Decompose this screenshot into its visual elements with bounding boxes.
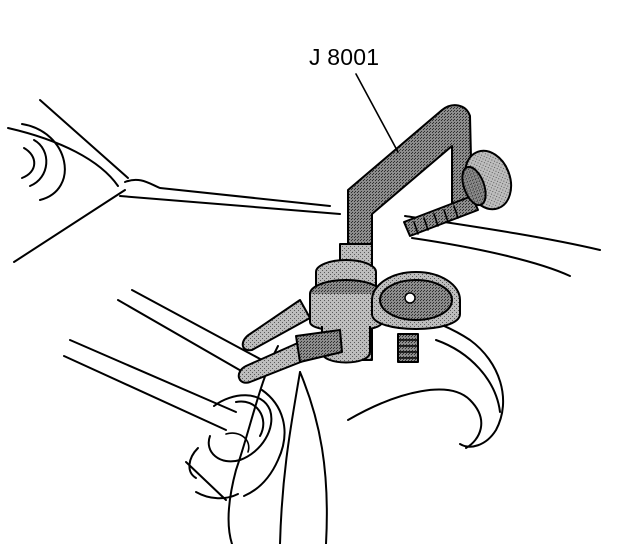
j8001-tool [237,104,513,384]
tool-callout-label: J 8001 [309,44,380,70]
shaft-assembly [63,289,286,501]
callout-leader-line [355,73,399,153]
